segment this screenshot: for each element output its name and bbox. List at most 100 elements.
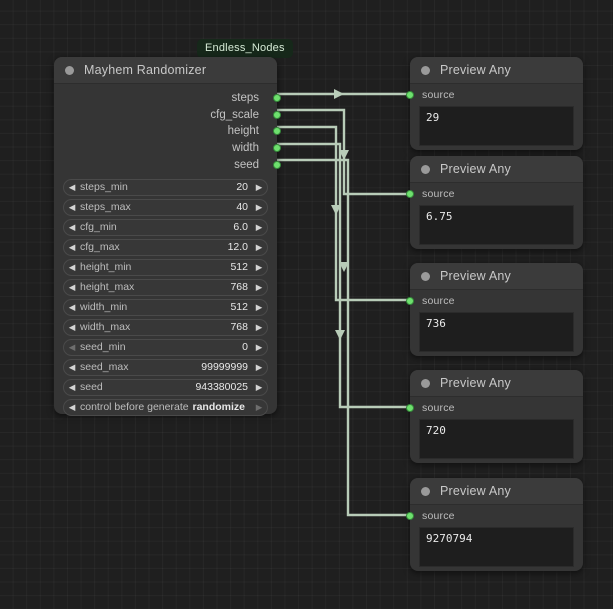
output-port-width[interactable]: width [54, 140, 281, 157]
output-label: width [232, 142, 259, 155]
widget-cfg_min[interactable]: ◀ cfg_min 6.0 ▶ [63, 218, 268, 236]
node-title: Preview Any [440, 376, 511, 390]
widget-value[interactable]: randomize [192, 401, 245, 414]
input-port-source[interactable]: source [406, 183, 583, 205]
circle-icon[interactable] [65, 65, 74, 75]
port-dot-icon[interactable] [273, 160, 281, 169]
node-preview-any-5[interactable]: Preview Any source 9270794 [406, 478, 583, 571]
port-dot-icon[interactable] [273, 144, 281, 153]
widget-height_min[interactable]: ◀ height_min 512 ▶ [63, 258, 268, 276]
widget-value[interactable]: 40 [236, 201, 248, 214]
left-arrow-icon[interactable]: ◀ [68, 182, 76, 193]
circle-icon[interactable] [421, 65, 430, 75]
widget-control-before-generate[interactable]: ◀ control before generate randomize ▶ [63, 398, 268, 416]
group-title-badge[interactable]: Endless_Nodes [197, 39, 293, 58]
widget-value[interactable]: 20 [236, 181, 248, 194]
left-arrow-icon[interactable]: ◀ [68, 242, 76, 253]
right-arrow-icon[interactable]: ▶ [255, 402, 263, 413]
right-arrow-icon[interactable]: ▶ [255, 182, 263, 193]
left-arrow-icon[interactable]: ◀ [68, 282, 76, 293]
widget-seed[interactable]: ◀ seed 943380025 ▶ [63, 378, 268, 396]
circle-icon[interactable] [421, 486, 430, 496]
port-dot-icon[interactable] [273, 94, 281, 103]
output-port-height[interactable]: height [54, 123, 281, 140]
output-port-seed[interactable]: seed [54, 156, 281, 173]
left-arrow-icon[interactable]: ◀ [68, 342, 76, 353]
left-arrow-icon[interactable]: ◀ [68, 302, 76, 313]
widget-width_min[interactable]: ◀ width_min 512 ▶ [63, 298, 268, 316]
widget-label: height_max [80, 281, 135, 294]
node-header[interactable]: Preview Any [410, 57, 583, 84]
left-arrow-icon[interactable]: ◀ [68, 262, 76, 273]
node-header[interactable]: Mayhem Randomizer [54, 57, 277, 84]
left-arrow-icon[interactable]: ◀ [68, 402, 76, 413]
right-arrow-icon[interactable]: ▶ [255, 282, 263, 293]
port-dot-icon[interactable] [273, 127, 281, 136]
widget-value[interactable]: 512 [230, 301, 248, 314]
link-cfg_scale [273, 108, 417, 196]
left-arrow-icon[interactable]: ◀ [68, 362, 76, 373]
widget-steps_max[interactable]: ◀ steps_max 40 ▶ [63, 198, 268, 216]
widget-label: width_min [80, 301, 128, 314]
right-arrow-icon[interactable]: ▶ [255, 302, 263, 313]
left-arrow-icon[interactable]: ◀ [68, 322, 76, 333]
input-label: source [422, 89, 455, 101]
widget-value[interactable]: 0 [242, 341, 248, 354]
widget-label: seed [80, 381, 103, 394]
preview-value-box: 9270794 [419, 527, 574, 567]
circle-icon[interactable] [421, 378, 430, 388]
widget-value[interactable]: 512 [230, 261, 248, 274]
circle-icon[interactable] [421, 271, 430, 281]
widget-value[interactable]: 99999999 [201, 361, 248, 374]
port-dot-icon[interactable] [406, 190, 414, 198]
port-dot-icon[interactable] [406, 297, 414, 305]
node-preview-any-3[interactable]: Preview Any source 736 [406, 263, 583, 356]
port-dot-icon[interactable] [406, 91, 414, 99]
right-arrow-icon[interactable]: ▶ [255, 242, 263, 253]
widget-value[interactable]: 768 [230, 281, 248, 294]
link-width [273, 142, 417, 409]
node-header[interactable]: Preview Any [410, 370, 583, 397]
widget-value[interactable]: 12.0 [227, 241, 248, 254]
node-preview-any-1[interactable]: Preview Any source 29 [406, 57, 583, 150]
right-arrow-icon[interactable]: ▶ [255, 202, 263, 213]
node-mayhem-randomizer[interactable]: Mayhem Randomizer steps cfg_scale height… [54, 57, 281, 416]
input-label: source [422, 295, 455, 307]
right-arrow-icon[interactable]: ▶ [255, 222, 263, 233]
right-arrow-icon[interactable]: ▶ [255, 322, 263, 333]
node-header[interactable]: Preview Any [410, 478, 583, 505]
widget-cfg_max[interactable]: ◀ cfg_max 12.0 ▶ [63, 238, 268, 256]
left-arrow-icon[interactable]: ◀ [68, 202, 76, 213]
left-arrow-icon[interactable]: ◀ [68, 222, 76, 233]
input-port-source[interactable]: source [406, 290, 583, 312]
input-port-source[interactable]: source [406, 505, 583, 527]
widget-width_max[interactable]: ◀ width_max 768 ▶ [63, 318, 268, 336]
widget-value[interactable]: 768 [230, 321, 248, 334]
output-port-steps[interactable]: steps [54, 90, 281, 107]
link-seed [273, 158, 417, 517]
node-title: Preview Any [440, 63, 511, 77]
right-arrow-icon[interactable]: ▶ [255, 382, 263, 393]
widget-height_max[interactable]: ◀ height_max 768 ▶ [63, 278, 268, 296]
right-arrow-icon[interactable]: ▶ [255, 342, 263, 353]
input-port-source[interactable]: source [406, 84, 583, 106]
port-dot-icon[interactable] [406, 512, 414, 520]
widget-steps_min[interactable]: ◀ steps_min 20 ▶ [63, 178, 268, 196]
port-dot-icon[interactable] [406, 404, 414, 412]
right-arrow-icon[interactable]: ▶ [255, 362, 263, 373]
node-header[interactable]: Preview Any [410, 263, 583, 290]
output-port-cfg_scale[interactable]: cfg_scale [54, 107, 281, 124]
node-header[interactable]: Preview Any [410, 156, 583, 183]
widget-value[interactable]: 6.0 [233, 221, 248, 234]
widget-seed_min[interactable]: ◀ seed_min 0 ▶ [63, 338, 268, 356]
left-arrow-icon[interactable]: ◀ [68, 382, 76, 393]
port-dot-icon[interactable] [273, 110, 281, 119]
circle-icon[interactable] [421, 164, 430, 174]
widget-value[interactable]: 943380025 [195, 381, 248, 394]
node-preview-any-4[interactable]: Preview Any source 720 [406, 370, 583, 463]
input-port-source[interactable]: source [406, 397, 583, 419]
node-preview-any-2[interactable]: Preview Any source 6.75 [406, 156, 583, 249]
right-arrow-icon[interactable]: ▶ [255, 262, 263, 273]
widget-seed_max[interactable]: ◀ seed_max 99999999 ▶ [63, 358, 268, 376]
